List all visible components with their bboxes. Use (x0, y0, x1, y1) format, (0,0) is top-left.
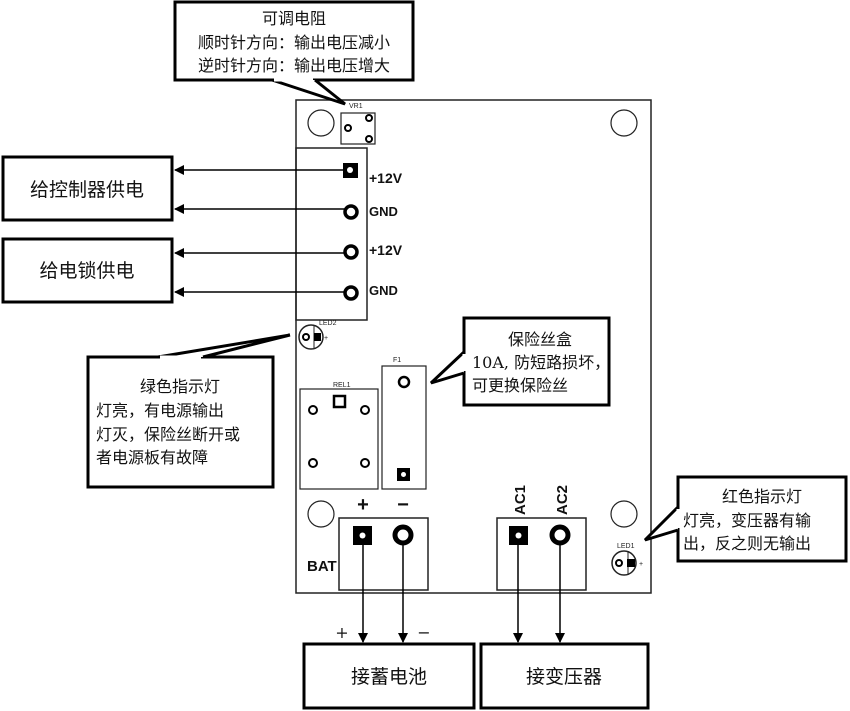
callout-green-led-title: 绿色指示灯 (140, 377, 220, 396)
potentiometer-vr1: VR1 (340, 103, 376, 145)
battery-box (302, 642, 476, 710)
vr1-label: VR1 (349, 103, 363, 110)
bat-label: BAT (307, 558, 337, 575)
callout-fuse: 保险丝盒 10A, 防短路损坏， 可更换保险丝 (429, 316, 611, 407)
transformer-box-label: 接变压器 (526, 666, 602, 688)
lock-power-label: 给电锁供电 (39, 260, 134, 282)
led1-plus: + (639, 561, 643, 568)
f1-label: F1 (393, 357, 401, 364)
ac-terminal (496, 517, 587, 591)
controller-power-label: 给控制器供电 (30, 179, 144, 201)
output-terminal-block (295, 147, 368, 321)
mounting-hole (307, 500, 335, 528)
callout-green-led-line: 灯灭，保险丝断开或 (96, 425, 240, 444)
terminal-label-12v-1: +12V (369, 170, 403, 186)
callout-fuse-title: 保险丝盒 (508, 330, 572, 349)
mounting-hole (307, 109, 335, 137)
transformer-box (479, 642, 650, 710)
callout-red-led: 红色指示灯 灯亮，变压器有输 出，反之则无输出 (643, 475, 848, 563)
output-pins (343, 163, 359, 301)
fuse-f1: F1 (381, 357, 427, 490)
battery-box-label: 接蓄电池 (351, 666, 427, 688)
bat-plus-label: + (357, 494, 369, 516)
terminal-label-gnd-2: GND (369, 283, 398, 298)
terminal-label-12v-2: +12V (369, 242, 403, 258)
callout-potentiometer: 可调电阻 顺时针方向：输出电压减小 逆时针方向：输出电压增大 (173, 0, 415, 106)
callout-red-led-line: 出，反之则无输出 (683, 534, 811, 553)
mounting-hole (610, 109, 638, 137)
mounting-hole (610, 500, 638, 528)
relay-rel1: REL1 (299, 382, 379, 490)
callout-red-led-line: 灯亮，变压器有输 (683, 511, 811, 530)
led2-plus: + (324, 335, 328, 342)
rel1-label: REL1 (333, 382, 351, 389)
led2-green-indicator: + LED2 (298, 320, 337, 350)
battery-minus-sign: − (417, 623, 430, 642)
callout-potentiometer-title: 可调电阻 (262, 9, 326, 28)
controller-power-box (1, 155, 174, 222)
callout-fuse-line: 10A, 防短路损坏， (472, 353, 610, 372)
led1-red-indicator: + LED1 (611, 543, 643, 576)
terminal-label-gnd-1: GND (369, 204, 398, 219)
bat-minus-label: − (397, 494, 409, 516)
callout-red-led-title: 红色指示灯 (722, 487, 802, 506)
battery-plus-sign: + (335, 623, 348, 642)
ac2-label: AC2 (554, 485, 571, 515)
led1-label: LED1 (617, 543, 635, 550)
callout-green-led-line: 者电源板有故障 (96, 448, 208, 467)
callout-green-led: 绿色指示灯 灯亮，有电源输出 灯灭，保险丝断开或 者电源板有故障 (86, 333, 291, 489)
led2-label: LED2 (319, 320, 337, 327)
callout-potentiometer-line: 顺时针方向：输出电压减小 (198, 33, 390, 52)
callout-potentiometer-line: 逆时针方向：输出电压增大 (198, 56, 390, 75)
callout-green-led-line: 灯亮，有电源输出 (96, 401, 224, 420)
callout-fuse-line: 可更换保险丝 (472, 376, 568, 395)
ac1-label: AC1 (512, 485, 529, 515)
lock-power-box (1, 237, 174, 304)
